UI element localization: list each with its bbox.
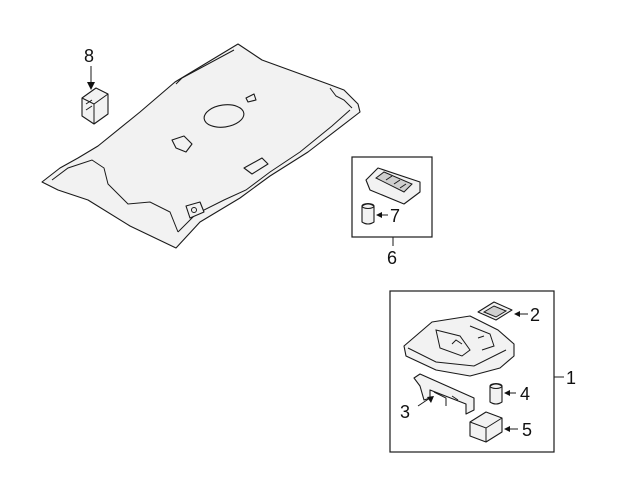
group-box-1 [389, 290, 555, 453]
callout-4: 4 [520, 384, 530, 404]
part-3-bracket [413, 373, 475, 415]
group-box-6 [351, 156, 433, 238]
arrow-3 [427, 396, 434, 403]
callout-3: 3 [400, 402, 410, 422]
arrow-8 [87, 82, 95, 90]
arrow-5 [504, 426, 510, 432]
leader-3 [417, 397, 431, 407]
callout-2: 2 [530, 305, 540, 325]
arrow-2 [514, 311, 520, 317]
part-4-bulb [489, 383, 503, 405]
part-5-switch [469, 411, 503, 443]
arrow-4 [504, 390, 510, 396]
part-console-housing [403, 315, 515, 377]
callout-5: 5 [522, 420, 532, 440]
headliner-panel [41, 43, 361, 249]
callout-8: 8 [84, 46, 94, 66]
arrow-7 [376, 212, 382, 218]
part-6-lamp [365, 167, 421, 205]
callout-6: 6 [387, 248, 397, 268]
part-7-bulb [361, 203, 375, 225]
part-2-lens [477, 301, 513, 321]
callout-7: 7 [390, 206, 400, 226]
part-8-clip [81, 87, 109, 125]
callout-1: 1 [566, 368, 576, 388]
